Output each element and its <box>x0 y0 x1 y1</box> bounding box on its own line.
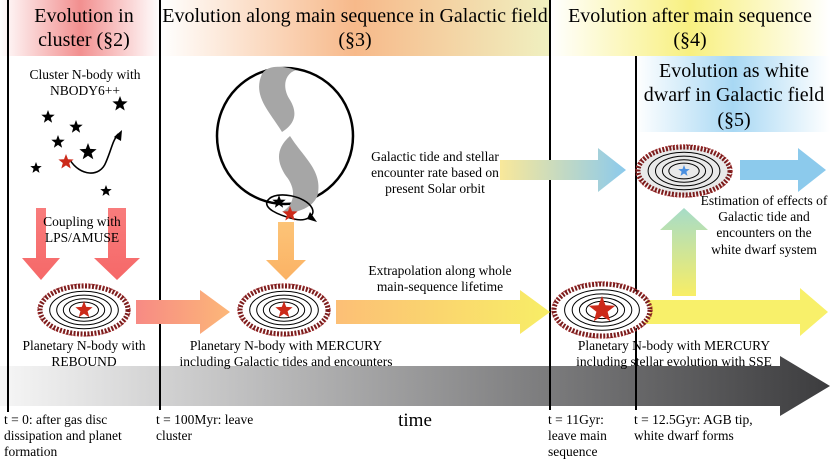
cluster-stars <box>30 96 128 196</box>
flow-arrow-galaxy-down <box>266 222 306 280</box>
flow-arrow-galactic-tide <box>500 148 626 192</box>
planet-orbit <box>62 298 106 322</box>
planet-orbit <box>49 290 119 330</box>
header-main-sequence: Evolution along main sequence in Galacti… <box>162 5 548 52</box>
planetary-system-white-dwarf-icon <box>635 144 733 198</box>
coupling-arrow-left <box>22 208 60 280</box>
label-rebound: Planetary N-body with REBOUND <box>22 338 146 370</box>
planet-orbit <box>668 162 700 180</box>
galaxy-stars <box>272 195 298 221</box>
planet-orbit <box>661 159 707 183</box>
planetary-system-sse-icon <box>551 281 653 339</box>
header-band-main-sequence <box>160 0 550 56</box>
label-cluster-nbody: Cluster N-body with NBODY6++ <box>29 67 141 99</box>
host-star-icon <box>678 165 690 176</box>
cluster-trajectory-path <box>69 133 119 174</box>
label-estimation: Estimation of effects of Galactic tide a… <box>700 193 828 257</box>
header-cluster: Evolution in cluster (§2) <box>34 5 134 52</box>
debris-ring-outer <box>37 283 131 337</box>
cluster-star-icon <box>30 162 42 173</box>
host-star-icon <box>588 296 616 322</box>
debris-ring-outer <box>635 144 733 198</box>
timeline-t100: t = 100Myr: leave cluster <box>156 412 254 444</box>
header-band-cluster <box>0 0 160 56</box>
host-star-icon <box>275 301 293 318</box>
header-after-ms: Evolution after main sequence (§4) <box>568 5 812 52</box>
timeline-t11: t = 11Gyr: leave main sequence <box>548 412 607 460</box>
debris-ring-outer <box>237 283 331 337</box>
header-band-after-ms <box>550 0 830 56</box>
flow-arrow-blue-right <box>740 148 826 192</box>
time-axis-label: time <box>398 410 432 431</box>
planetary-system-rebound-icon <box>37 283 131 337</box>
galaxy-spiral-icon <box>259 66 319 213</box>
header-white-dwarf: Evolution as white dwarf in Galactic fie… <box>643 60 825 131</box>
planet-orbit <box>647 151 721 191</box>
flow-arrow-up-to-wd <box>660 208 708 296</box>
cluster-star-icon <box>41 110 55 123</box>
planet-orbit <box>56 294 112 326</box>
label-mercury-tides: Planetary N-body with MERCURY including … <box>179 338 393 370</box>
sun-star-icon <box>282 206 298 221</box>
header-band-white-dwarf <box>636 56 830 132</box>
timeline-t0: t = 0: after gas disc dissipation and pl… <box>4 412 122 460</box>
neighbour-star-icon <box>272 195 286 208</box>
time-arrow <box>0 356 830 416</box>
flow-arrow-extrapolation <box>336 290 550 334</box>
planet-orbit <box>262 298 306 322</box>
cluster-star-icon <box>112 96 128 111</box>
orbit-arrowhead <box>307 212 317 222</box>
planet-orbit <box>249 290 319 330</box>
timeline-t125: t = 12.5Gyr: AGB tip, white dwarf forms <box>634 412 753 444</box>
cluster-star-icon <box>51 135 65 148</box>
planetary-system-mercury-icon <box>237 283 331 337</box>
debris-ring-outer <box>551 281 653 339</box>
trajectory-arrowhead <box>114 130 122 141</box>
cluster-star-icon <box>79 143 97 160</box>
flow-arrow-yellow-right <box>636 288 828 336</box>
label-extrapolation: Extrapolation along whole main-sequence … <box>368 263 512 295</box>
label-galactic-tide: Galactic tide and stellar encounter rate… <box>371 149 499 197</box>
cluster-star-icon <box>69 120 83 133</box>
flow-arrow-rebound-to-mercury <box>136 290 230 334</box>
highlighted-star-icon <box>58 154 74 169</box>
planet-orbit <box>256 294 312 326</box>
host-star-icon <box>75 301 93 318</box>
planet-orbit <box>564 289 640 331</box>
label-coupling: Coupling with LPS/AMUSE <box>43 214 121 246</box>
planet-orbit <box>571 293 633 327</box>
coupling-arrow-right <box>94 208 140 280</box>
cluster-star-icon <box>100 185 112 196</box>
label-mercury-sse: Planetary N-body with MERCURY including … <box>576 338 772 370</box>
planet-orbit <box>655 155 713 187</box>
